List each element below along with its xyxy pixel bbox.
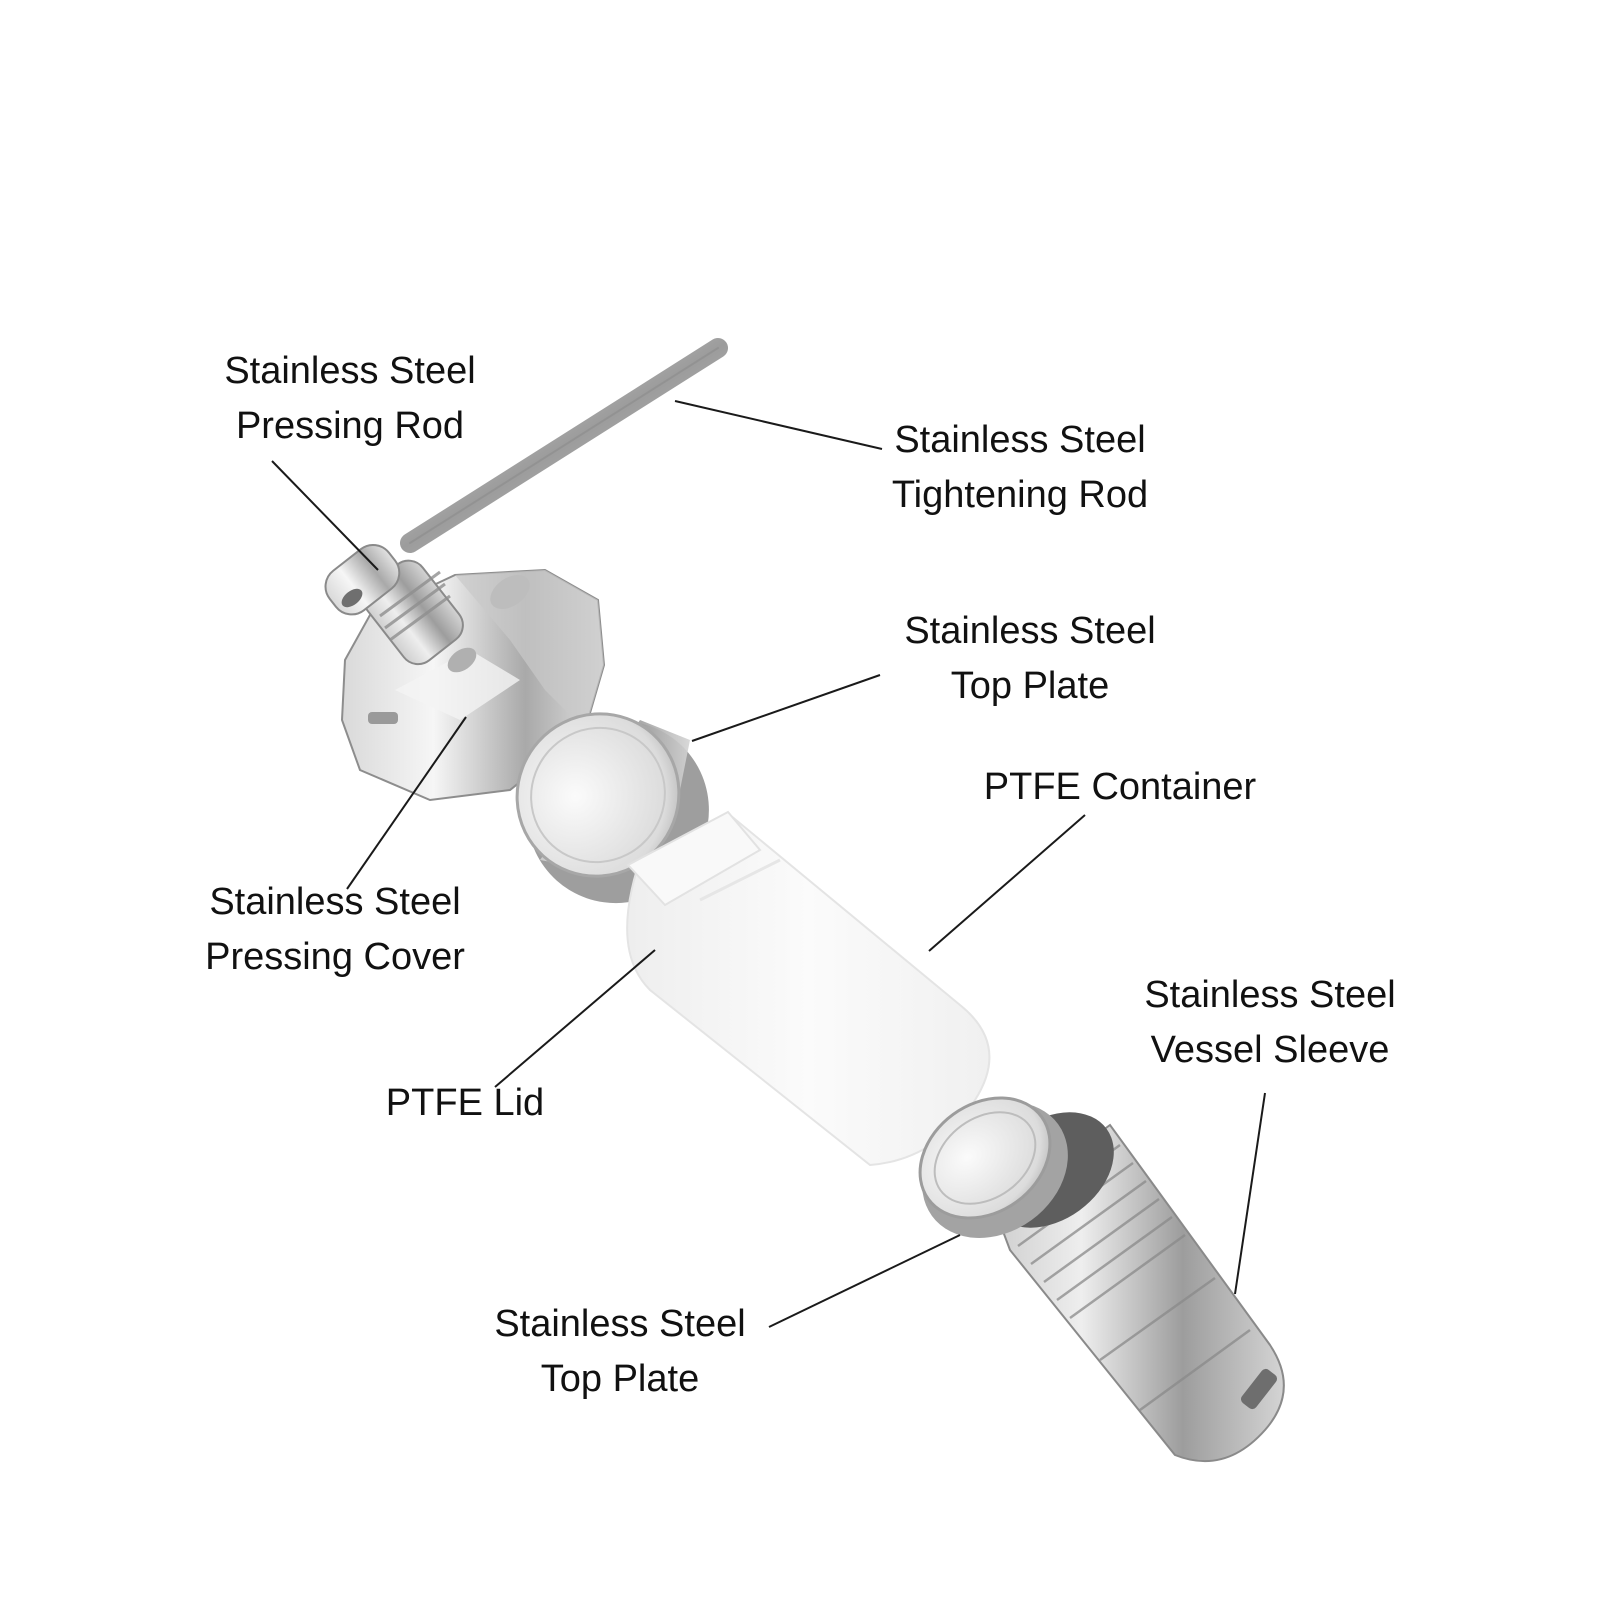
label-top-plate-upper: Stainless Steel Top Plate xyxy=(870,604,1190,714)
label-top-plate-lower-line2: Top Plate xyxy=(540,1358,700,1400)
label-top-plate-lower: Stainless Steel Top Plate xyxy=(460,1297,780,1407)
leader-line-top-plate-upper xyxy=(691,674,881,742)
label-ptfe-lid: PTFE Lid xyxy=(340,1076,590,1131)
label-pressing-cover-line2: Pressing Cover xyxy=(205,936,465,978)
leader-line-top-plate-lower xyxy=(768,1234,961,1328)
label-ptfe-container: PTFE Container xyxy=(960,760,1280,815)
top-plate-lower-illustration xyxy=(918,1096,1068,1238)
label-pressing-cover-line1: Stainless Steel xyxy=(209,881,461,923)
label-top-plate-upper-line2: Top Plate xyxy=(950,665,1110,707)
label-tightening-rod-line2: Tightening Rod xyxy=(891,474,1149,516)
label-tightening-rod-line1: Stainless Steel xyxy=(894,419,1146,461)
label-pressing-rod-line1: Stainless Steel xyxy=(224,350,476,392)
label-vessel-sleeve-line2: Vessel Sleeve xyxy=(1150,1029,1390,1071)
leader-line-pressing-cover xyxy=(346,716,467,890)
label-top-plate-lower-line1: Stainless Steel xyxy=(494,1303,746,1345)
leader-line-ptfe-lid xyxy=(494,949,656,1088)
leader-line-pressing-rod xyxy=(271,460,379,571)
label-vessel-sleeve: Stainless Steel Vessel Sleeve xyxy=(1110,968,1430,1078)
leader-line-tightening-rod xyxy=(674,400,883,450)
label-pressing-cover: Stainless Steel Pressing Cover xyxy=(175,875,495,985)
label-pressing-rod: Stainless Steel Pressing Rod xyxy=(190,344,510,454)
label-ptfe-lid-line1: PTFE Lid xyxy=(385,1082,545,1124)
label-top-plate-upper-line1: Stainless Steel xyxy=(904,610,1156,652)
leader-line-ptfe-container xyxy=(928,814,1086,952)
pressing-rod-illustration xyxy=(324,543,464,666)
label-vessel-sleeve-line1: Stainless Steel xyxy=(1144,974,1396,1016)
tightening-rod-illustration xyxy=(400,338,728,553)
label-ptfe-container-line1: PTFE Container xyxy=(983,766,1257,808)
ptfe-lid-illustration xyxy=(626,810,762,907)
label-tightening-rod: Stainless Steel Tightening Rod xyxy=(860,413,1180,523)
leader-line-vessel-sleeve xyxy=(1234,1092,1266,1295)
label-pressing-rod-line2: Pressing Rod xyxy=(235,405,465,447)
